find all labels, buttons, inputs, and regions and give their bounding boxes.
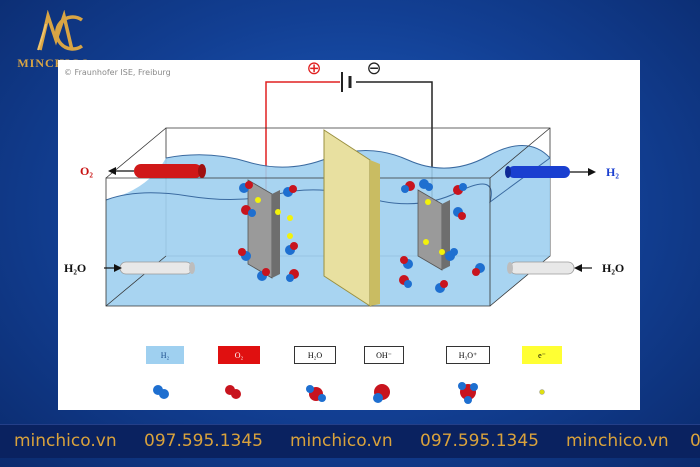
- footer-website[interactable]: minchico.vn: [566, 431, 669, 451]
- tank-edge-tr: [489, 127, 551, 179]
- water-inlet-left-pipe: [104, 261, 195, 275]
- electron-icon: [539, 389, 545, 395]
- anode-electrode-side: [272, 190, 280, 278]
- image-credit: © Fraunhofer ISE, Freiburg: [64, 68, 171, 77]
- water-surface-back: [165, 145, 551, 169]
- positive-terminal-label: ⊕: [306, 60, 321, 79]
- hydrogen-molecule-icon: [153, 385, 169, 399]
- o2-outlet-pipe: [108, 164, 206, 178]
- oxygen-molecule-icon: [225, 385, 241, 399]
- legend-h2: H₂: [146, 346, 184, 364]
- legend-electron: e⁻: [522, 346, 562, 364]
- water-molecule-icon: [306, 385, 326, 402]
- cathode-molecules: [399, 179, 485, 293]
- h2-output-label: H₂: [606, 165, 619, 179]
- legend-h2o: H₂O: [294, 346, 336, 364]
- legend-h3o: H₃O⁺: [446, 346, 490, 364]
- o2-output-label: O₂: [80, 164, 93, 178]
- anode-molecules: [238, 181, 299, 282]
- footer-website[interactable]: minchico.vn: [290, 431, 393, 451]
- water-inlet-right-pipe: [507, 261, 592, 275]
- legend-oh: OH⁻: [364, 346, 404, 364]
- electrolysis-diagram: ⊕ ⊖: [64, 60, 624, 404]
- footer-phone[interactable]: 097.595.1345: [144, 431, 263, 451]
- hydroxide-ion-icon: [373, 384, 390, 403]
- membrane-side: [370, 160, 380, 306]
- negative-terminal-label: ⊖: [366, 60, 381, 79]
- legend-o2: O₂: [218, 346, 260, 364]
- membrane: [323, 129, 371, 307]
- water-inlet-right-label: H₂O: [602, 261, 624, 275]
- h2-outlet-pipe: [505, 166, 596, 178]
- footer-phone-partial[interactable]: 0: [690, 431, 700, 451]
- footer-phone[interactable]: 097.595.1345: [420, 431, 539, 451]
- negative-wire: [356, 81, 433, 200]
- footer-contact-bar: minchico.vn 097.595.1345 minchico.vn 097…: [0, 424, 700, 458]
- anode-electrode: [247, 179, 273, 279]
- brand-logo-icon: [37, 10, 84, 51]
- diagram-panel: © Fraunhofer ISE, Freiburg ⊕ ⊖: [58, 60, 640, 410]
- hydronium-ion-icon: [458, 382, 478, 404]
- footer-website[interactable]: minchico.vn: [14, 431, 117, 451]
- water-inlet-left-label: H₂O: [64, 261, 86, 275]
